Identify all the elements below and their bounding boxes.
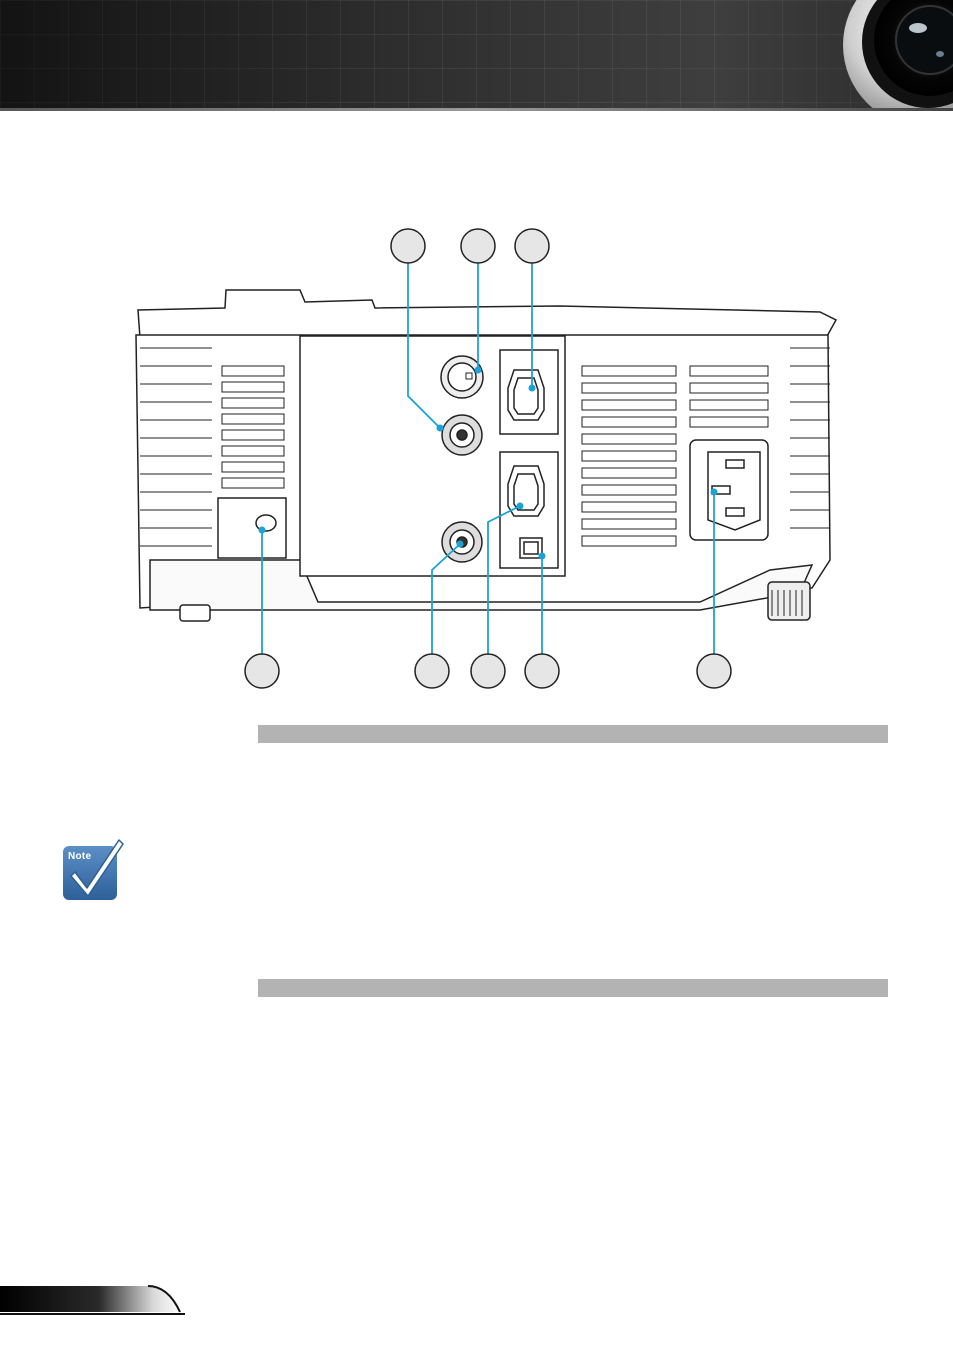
kensington-lock-slot: [217, 497, 287, 559]
adjustable-foot: [179, 581, 811, 622]
right-vent: [790, 347, 830, 529]
section-header-bar: [258, 979, 888, 997]
projector-rear-panel-diagram: [135, 228, 838, 689]
note-check-icon: Note: [63, 839, 124, 900]
right-grille: [581, 365, 769, 547]
callout-badge: [524, 653, 560, 689]
header-banner: [0, 0, 953, 111]
callout-lines: [261, 262, 715, 664]
callout-badge: [470, 653, 506, 689]
projector-lens-icon: [843, 0, 953, 111]
note-label: Note: [68, 851, 92, 862]
callout-badges: [244, 228, 732, 689]
connector-panel: [299, 335, 566, 577]
callout-badge: [414, 653, 450, 689]
power-socket: [689, 439, 769, 541]
callout-dots: [258, 366, 718, 560]
footer-page-tab: [0, 1285, 185, 1315]
section-header-bar: [258, 725, 888, 743]
callout-badge: [460, 228, 496, 264]
callout-badge: [244, 653, 280, 689]
callout-badge: [390, 228, 426, 264]
left-grille: [221, 365, 285, 489]
callout-badge: [514, 228, 550, 264]
callout-badge: [696, 653, 732, 689]
left-vent: [140, 347, 212, 547]
